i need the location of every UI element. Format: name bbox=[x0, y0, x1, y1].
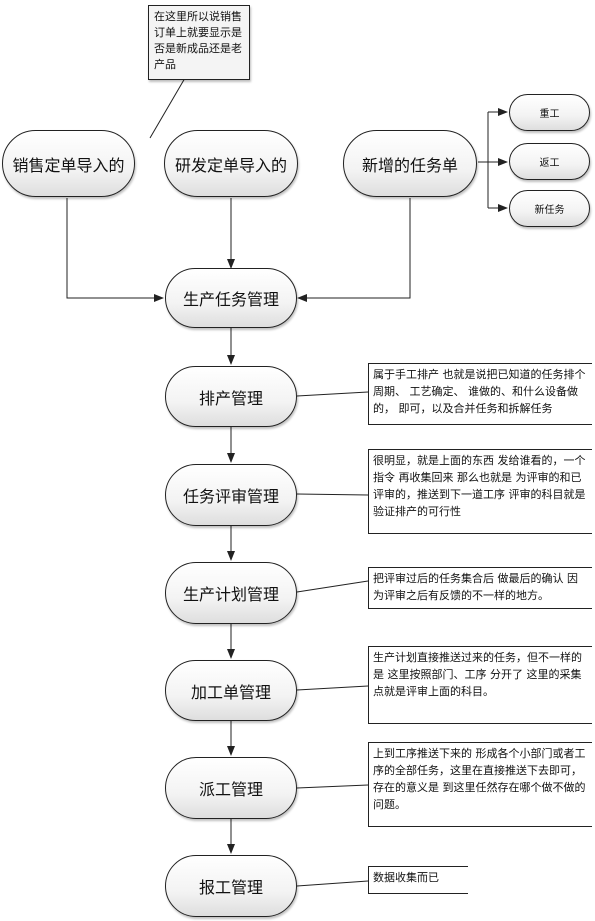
dispatch-note: 上到工序推送下来的 形成各个小部门或者工序的全部任务，这里在直接推送下去即可，存… bbox=[368, 742, 592, 827]
return-work-node[interactable]: 返工 bbox=[509, 143, 590, 180]
product-type-callout: 在这里所以说销售订单上就要显示是否是新成品还是老产品 bbox=[148, 5, 250, 80]
processing-order-note: 生产计划直接推送过来的任务，但不一样的是 这里按照部门、工序 分开了 这里的采集… bbox=[368, 646, 592, 724]
callout-pointer-line bbox=[149, 77, 186, 139]
scheduling-node[interactable]: 排产管理 bbox=[165, 366, 297, 427]
processing-order-node[interactable]: 加工单管理 bbox=[165, 660, 297, 721]
production-plan-note: 把评审过后的任务集合后 做最后的确认 因为评审之后有反馈的不一样的地方。 bbox=[368, 567, 592, 609]
production-plan-node[interactable]: 生产计划管理 bbox=[165, 562, 297, 624]
scheduling-note: 属于手工排产 也就是说把已知道的任务排个周期、 工艺确定、 谁做的、和什么设备做… bbox=[368, 363, 592, 425]
production-task-node[interactable]: 生产任务管理 bbox=[165, 268, 297, 328]
task-review-node[interactable]: 任务评审管理 bbox=[165, 464, 297, 526]
work-report-node[interactable]: 报工管理 bbox=[165, 855, 297, 917]
new-task-type-node[interactable]: 新任务 bbox=[509, 190, 590, 227]
sales-to-task-arrow bbox=[66, 198, 164, 302]
new-task-node[interactable]: 新增的任务单 bbox=[343, 130, 477, 197]
work-report-note: 数据收集而已 bbox=[368, 866, 468, 894]
task-review-note: 很明显，就是上面的东西 发给谁看的，一个指令 再收集回来 那么也就是 为评审的和… bbox=[368, 449, 592, 534]
dispatch-node[interactable]: 派工管理 bbox=[165, 757, 297, 819]
sales-order-import-node[interactable]: 销售定单导入的 bbox=[2, 130, 135, 197]
rd-order-import-node[interactable]: 研发定单导入的 bbox=[164, 130, 298, 197]
rework-node[interactable]: 重工 bbox=[509, 94, 590, 131]
new-to-task-arrow bbox=[297, 198, 411, 302]
